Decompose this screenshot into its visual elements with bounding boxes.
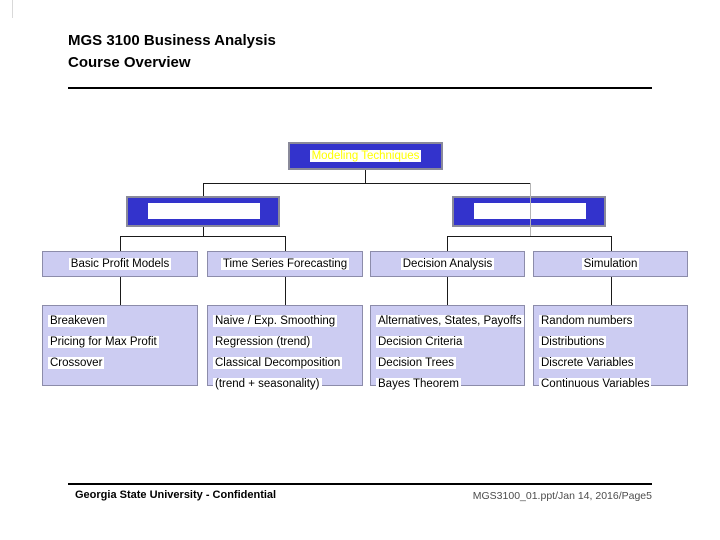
detail-item: Naive / Exp. Smoothing [213,315,338,327]
root-node: Modeling Techniques [288,142,443,170]
detail-item: Alternatives, States, Payoffs [376,315,524,327]
detail-node-basic-profit-models: Breakeven Pricing for Max Profit Crossov… [42,305,198,386]
connector-line [120,236,286,237]
category-label: Basic Profit Models [68,258,172,270]
category-node-simulation: Simulation [533,251,688,277]
connector-line [447,236,612,237]
category-node-decision-analysis: Decision Analysis [370,251,525,277]
detail-item: Pricing for Max Profit [48,336,159,348]
title-line-2: Course Overview [68,54,191,71]
detail-item: Distributions [539,336,607,348]
footer-right-text: MGS3100_01.ppt/Jan 14, 2016/Page5 [472,490,652,502]
footer-rule [68,483,652,485]
slide-edge-line [12,0,13,18]
detail-item: (trend + seasonality) [213,378,322,390]
root-node-label: Modeling Techniques [309,150,422,162]
detail-item: Continuous Variables [539,378,652,390]
connector-line [203,183,204,196]
category-label: Decision Analysis [400,258,495,270]
detail-node-time-series-forecasting: Naive / Exp. Smoothing Regression (trend… [207,305,363,390]
title-underline [68,87,652,89]
connector-line [120,277,121,305]
category-node-time-series-forecasting: Time Series Forecasting [207,251,363,277]
connector-line [611,277,612,305]
detail-item: Breakeven [48,315,107,327]
detail-node-decision-analysis: Alternatives, States, Payoffs Decision C… [370,305,525,390]
category-label: Simulation [581,258,640,270]
detail-item: Decision Criteria [376,336,465,348]
connector-line [203,227,204,236]
detail-node-simulation: Random numbers Distributions Discrete Va… [533,305,688,390]
connector-line [365,170,366,183]
branch-node-right [452,196,606,227]
branch-node-left [126,196,280,227]
detail-item: Discrete Variables [539,357,636,369]
detail-item: Random numbers [539,315,635,327]
detail-item: Bayes Theorem [376,378,461,390]
slide-title: MGS 3100 Business Analysis Course Overvi… [68,30,276,74]
detail-item: Crossover [48,357,105,369]
connector-line [285,236,286,251]
connector-line [611,236,612,251]
connector-line [447,236,448,251]
detail-item: Regression (trend) [213,336,313,348]
title-line-1: MGS 3100 Business Analysis [68,32,276,49]
category-node-basic-profit-models: Basic Profit Models [42,251,198,277]
connector-line [447,277,448,305]
category-label: Time Series Forecasting [220,258,350,270]
detail-item: Classical Decomposition [213,357,343,369]
connector-line-faint [530,183,531,236]
branch-node-left-panel [148,203,260,219]
connector-line [285,277,286,305]
detail-item: Decision Trees [376,357,457,369]
connector-line [203,183,531,184]
footer-left-text: Georgia State University - Confidential [75,489,277,501]
connector-line [120,236,121,251]
